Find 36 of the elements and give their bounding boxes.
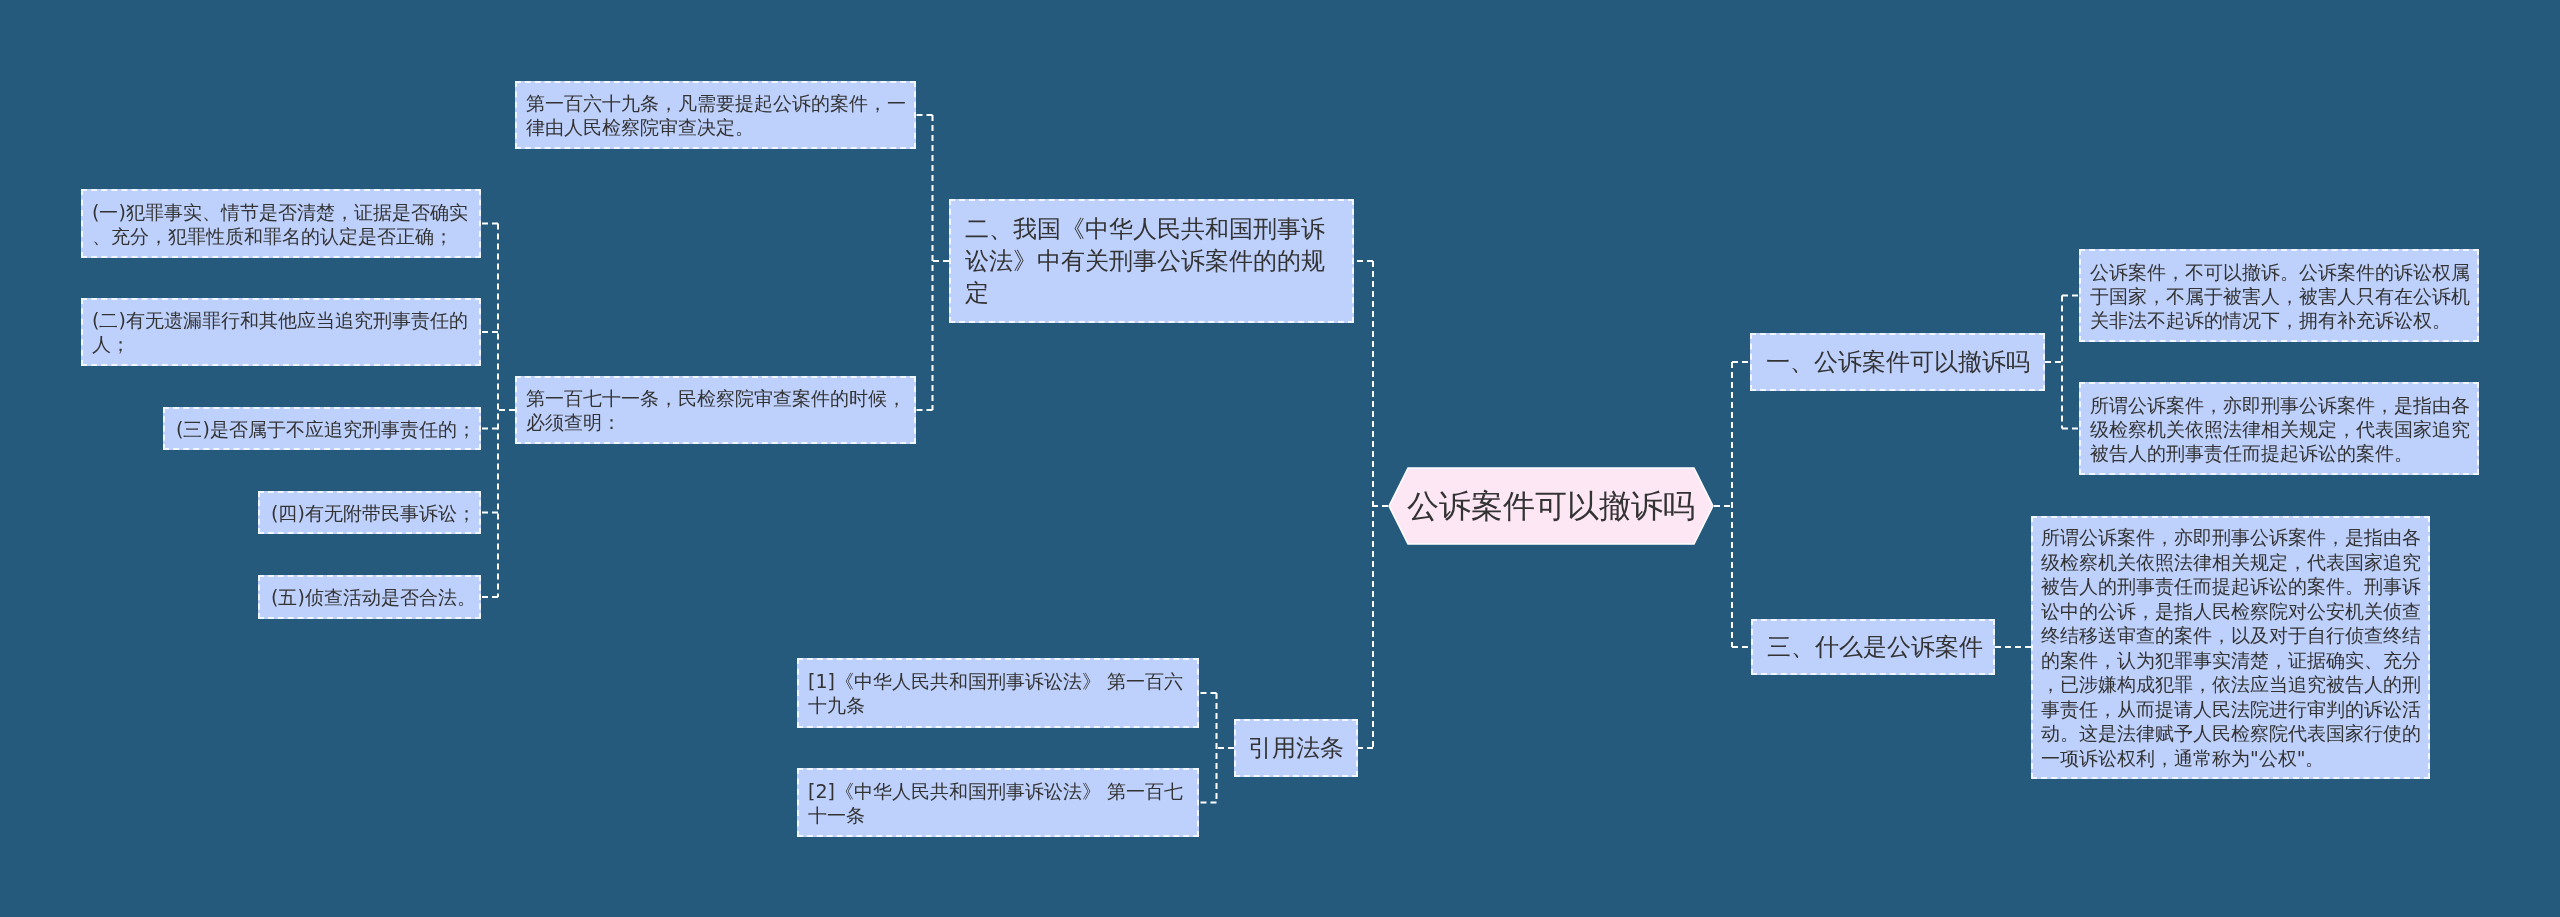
connector-line: [1994, 646, 2032, 648]
connector-line: [915, 114, 934, 116]
note-box: 所谓公诉案件，亦即刑事公诉案件，是指由各级检察机关依照法律相关规定，代表国家追究被告人的刑事责任而提起诉讼的案件。: [2079, 382, 2479, 475]
note-box: (二)有无遗漏罪行和其他应当追究刑事责任的人；: [81, 298, 481, 366]
connector-line: [497, 222, 516, 598]
central-topic-hexagon: 公诉案件可以撤诉吗: [1388, 467, 1714, 545]
connector-line: [1713, 361, 1733, 648]
connector-line: [1731, 361, 1751, 363]
note-box: (五)侦查活动是否合法。: [258, 575, 481, 619]
topic-box: 引用法条: [1234, 719, 1358, 777]
connector-line: [1198, 692, 1218, 694]
topic-box: 一、公诉案件可以撤诉吗: [1750, 333, 2045, 391]
note-box: [2]《中华人民共和国刑事诉讼法》 第一百七十一条: [797, 768, 1199, 837]
connector-line: [2044, 294, 2063, 430]
connector-line: [931, 114, 950, 411]
connector-line: [1198, 801, 1218, 804]
note-box: 公诉案件，不可以撤诉。公诉案件的诉讼权属于国家，不属于被害人，被害人只有在公诉机关非法不起诉的情况下，拥有补充诉讼权。: [2079, 249, 2479, 342]
note-box: [1]《中华人民共和国刑事诉讼法》 第一百六十九条: [797, 658, 1199, 728]
connector-line: [1357, 747, 1374, 749]
note-box: (一)犯罪事实、情节是否清楚，证据是否确实、充分，犯罪性质和罪名的认定是否正确；: [81, 189, 481, 258]
topic-box: 三、什么是公诉案件: [1751, 619, 1995, 675]
connector-line: [1372, 260, 1389, 749]
connector-line: [480, 222, 499, 225]
note-box: 所谓公诉案件，亦即刑事公诉案件，是指由各级检察机关依照法律相关规定，代表国家追究被告人的刑事责任而提起诉讼的案件。刑事诉讼中的公诉，是指人民检察院对公安机关侦查终结移送审查的案件，以及对于自行侦查终结的案件，认为犯罪事实清楚，证据确实、充分，已涉嫌构成犯罪，依法应当追究被告人的刑事责任，从而提请人民法院进行审判的诉讼活动。这是法律赋予人民检察院代表国家行使的一项诉讼权利，通常称为"公权"。: [2031, 516, 2430, 779]
connector-line: [480, 427, 499, 430]
connector-line: [480, 596, 499, 598]
connector-line: [2061, 294, 2080, 297]
connector-line: [480, 331, 499, 333]
connector-line: [2061, 427, 2080, 430]
note-box: (三)是否属于不应追究刑事责任的；: [163, 407, 481, 450]
note-box: 第一百六十九条，凡需要提起公诉的案件，一律由人民检察院审查决定。: [515, 81, 916, 149]
note-box: (四)有无附带民事诉讼；: [258, 491, 481, 534]
topic-box: 二、我国《中华人民共和国刑事诉讼法》中有关刑事公诉案件的的规定: [949, 199, 1354, 323]
note-box: 第一百七十一条，民检察院审查案件的时候，必须查明：: [515, 376, 916, 444]
connector-line: [915, 409, 934, 411]
connector-line: [480, 511, 499, 514]
